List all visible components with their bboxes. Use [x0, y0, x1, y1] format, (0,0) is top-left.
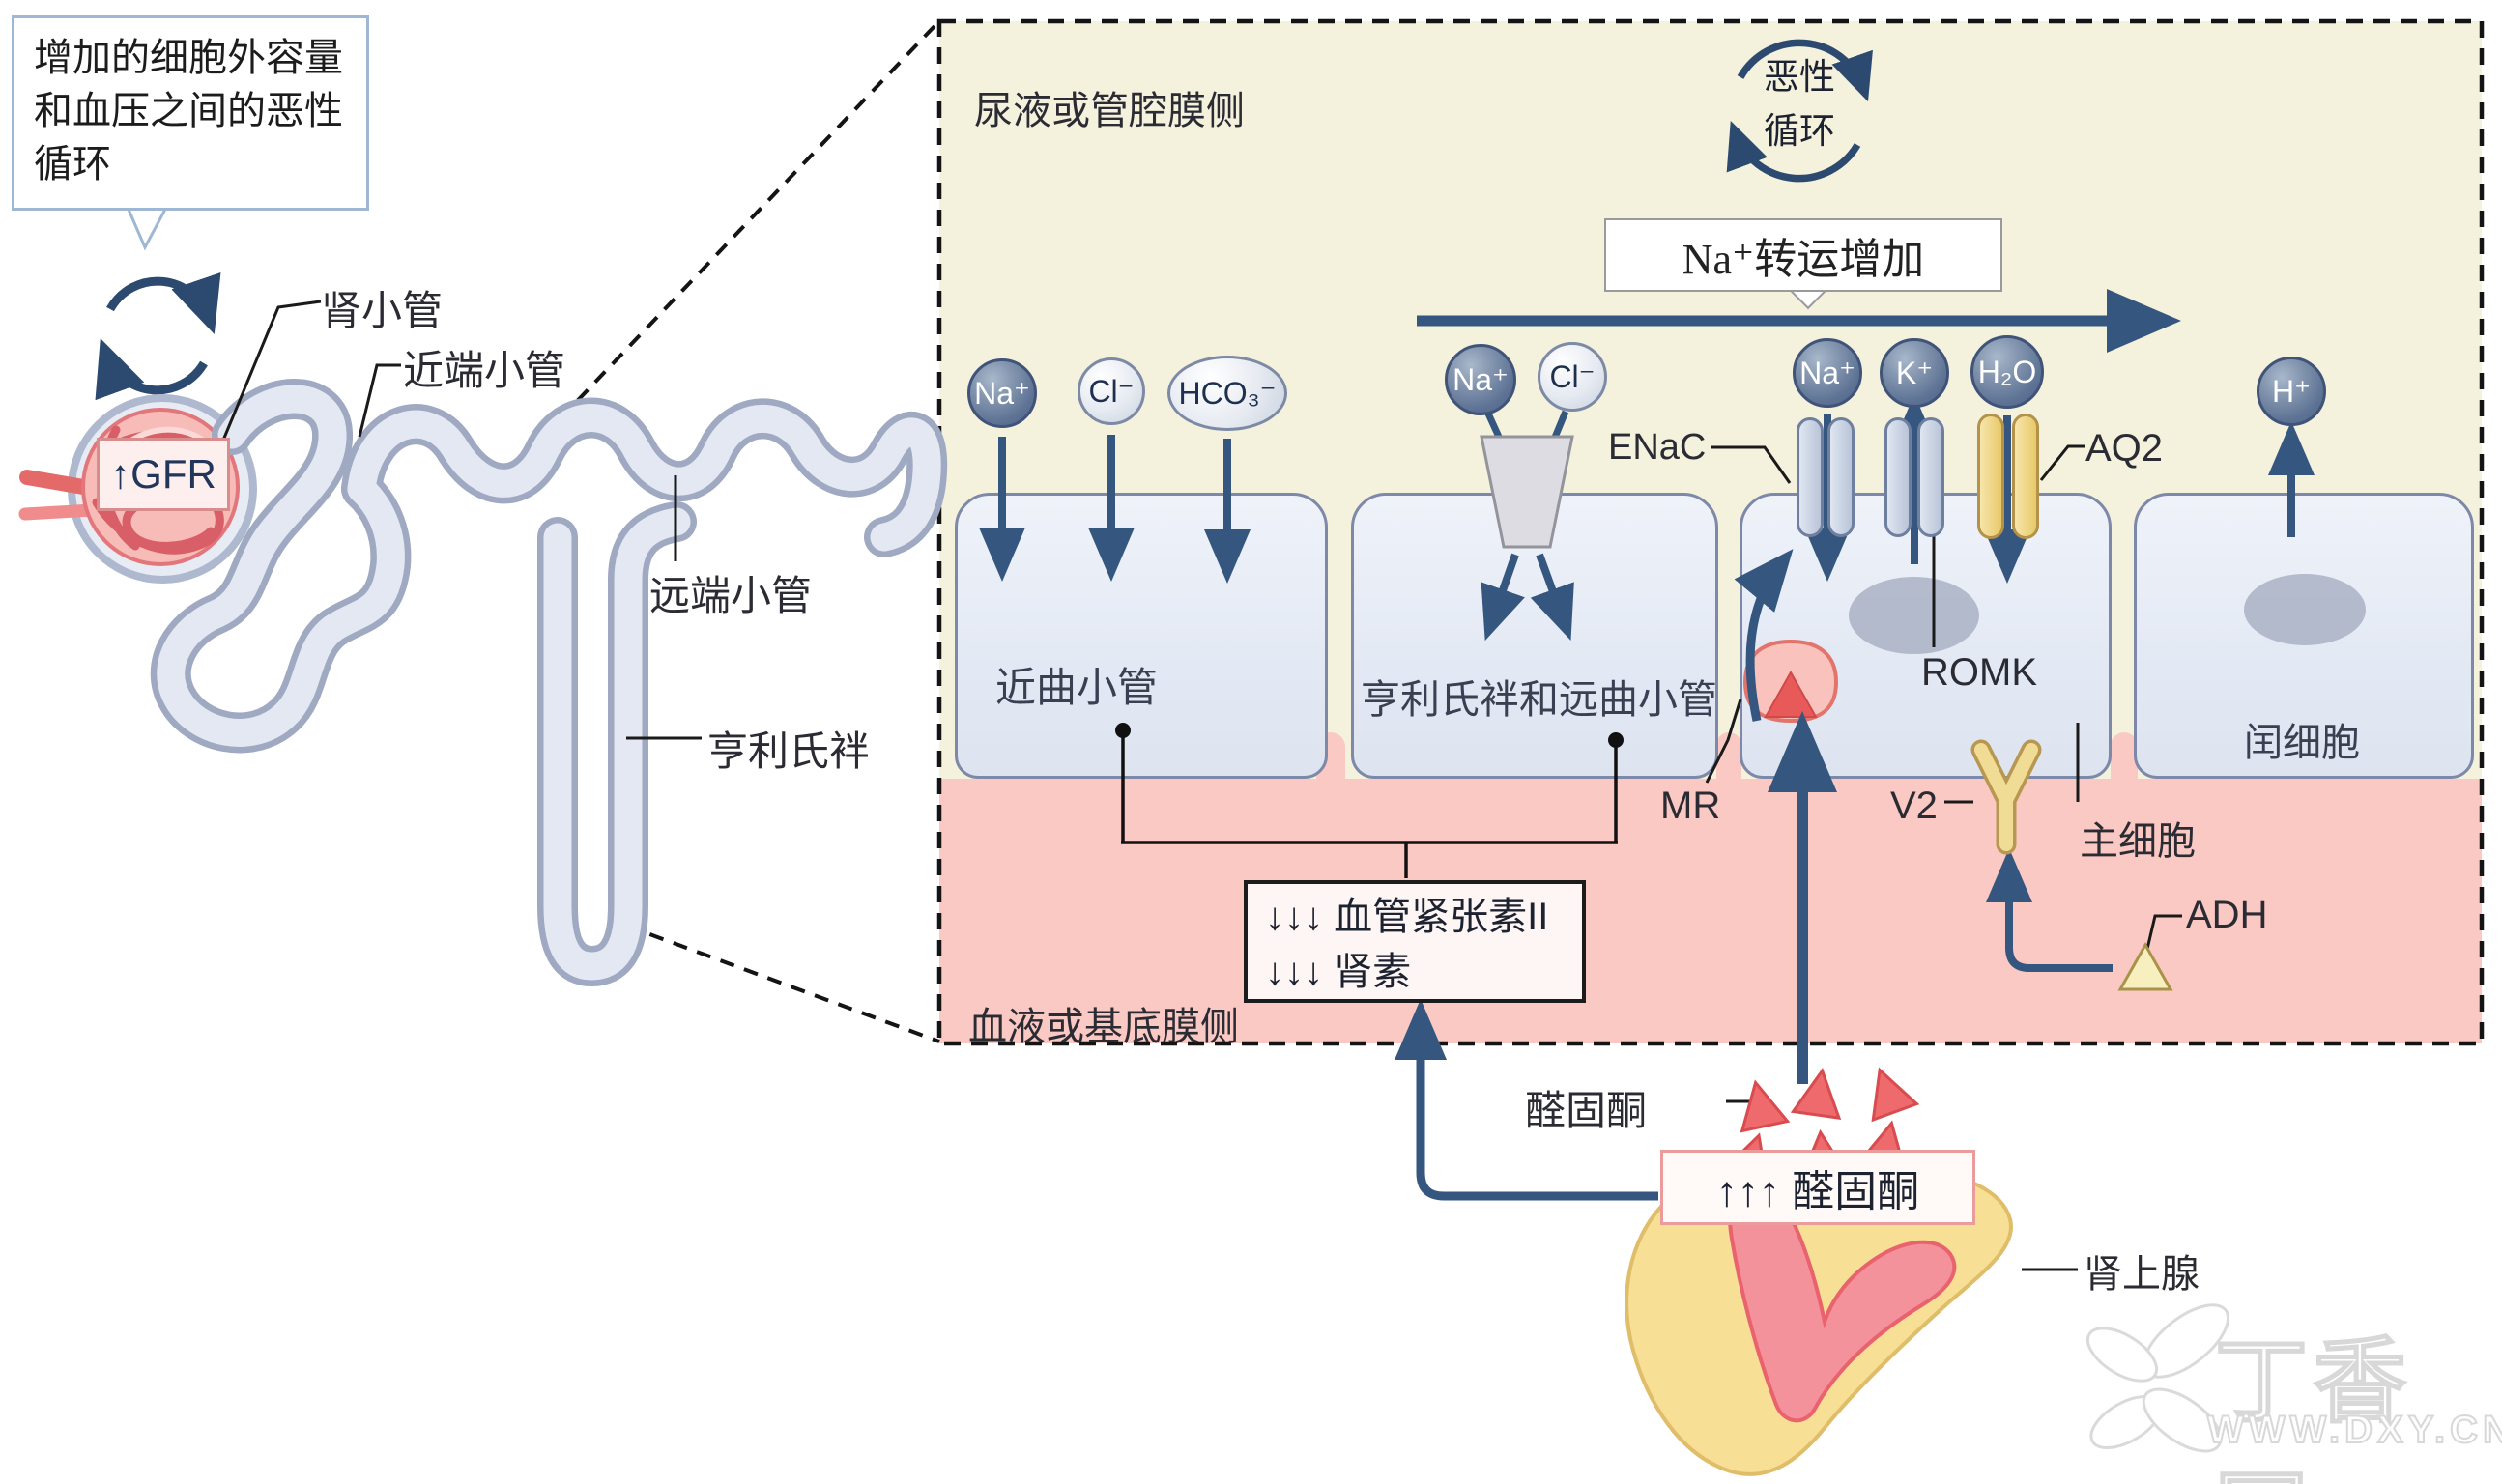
- label-lumen-side: 尿液或管腔膜侧: [974, 90, 1245, 132]
- enac-channel: [1827, 417, 1855, 537]
- ion-label: Na⁺: [1799, 356, 1855, 390]
- label-mr: MR: [1660, 785, 1721, 827]
- angiotensin-line: ↓↓↓ 血管紧张素II: [1265, 896, 1549, 938]
- zoom-connector-top: [541, 23, 937, 439]
- watermark-brand: 丁香园: [2214, 1329, 2412, 1484]
- vicious-cycle-circle-text: 恶性 循环: [1741, 50, 1857, 157]
- enac-channel: [1797, 417, 1824, 537]
- ion-h: H⁺: [2257, 357, 2326, 426]
- ion-label: H⁺: [2272, 374, 2311, 409]
- callout-text: 增加的细胞外容量和血压之间的恶性循环: [34, 37, 343, 186]
- label-cell-intercalated: 闰细胞: [2244, 722, 2360, 764]
- ion-k: K⁺: [1880, 338, 1949, 408]
- aldosterone-increase-box: ↑↑↑ 醛固酮: [1660, 1150, 1975, 1225]
- label-aq2: AQ2: [2085, 427, 2164, 470]
- ion-h2o: H₂O: [1970, 335, 2044, 409]
- label-adrenal-gland: 肾上腺: [2084, 1253, 2200, 1296]
- ion-na: Na⁺: [1445, 344, 1516, 415]
- na-transport-label: Na⁺转运增加: [1682, 236, 1925, 283]
- label-cell-proximal: 近曲小管: [995, 665, 1159, 710]
- cycle-arrows-icon: [95, 271, 221, 401]
- ion-label: Cl⁻: [1088, 374, 1135, 409]
- ion-label: K⁺: [1895, 356, 1934, 390]
- membrane-gap-dome: [1716, 732, 1741, 779]
- na-transport-box: Na⁺转运增加: [1604, 218, 2002, 292]
- renin-angiotensin-box: ↓↓↓ 血管紧张素II ↓↓↓ 肾素: [1244, 880, 1586, 1003]
- ion-label: Na⁺: [974, 376, 1030, 411]
- aq2-channel: [2012, 414, 2039, 539]
- cell-proximal-tubule: [955, 493, 1328, 779]
- cell-henle-dct: [1351, 493, 1718, 779]
- ion-label: H₂O: [1977, 354, 2037, 389]
- label-enac: ENaC: [1608, 427, 1707, 468]
- ion-cl: Cl⁻: [1538, 342, 1607, 412]
- vicious-cycle-callout: 增加的细胞外容量和血压之间的恶性循环: [12, 15, 369, 211]
- cycle-line2: 循环: [1764, 110, 1835, 151]
- ion-label: HCO₃⁻: [1178, 376, 1277, 411]
- label-romk: ROMK: [1921, 651, 2037, 694]
- nephron-tubule: [150, 379, 948, 986]
- renin-line: ↓↓↓ 肾素: [1265, 950, 1412, 993]
- gfr-label: ↑GFR: [110, 451, 216, 497]
- nucleus: [2244, 574, 2366, 645]
- label-aldosterone: 醛固酮: [1525, 1088, 1648, 1133]
- label-blood-side: 血液或基底膜侧: [968, 1006, 1239, 1048]
- ion-na: Na⁺: [1793, 338, 1862, 408]
- ion-na: Na⁺: [967, 358, 1037, 428]
- ion-label: Na⁺: [1452, 362, 1509, 397]
- romk-channel: [1917, 417, 1944, 537]
- label-distal-tubule: 远端小管: [649, 573, 813, 618]
- aq2-channel: [1977, 414, 2004, 539]
- label-cell-principal: 主细胞: [2080, 820, 2196, 863]
- zoom-connector-bottom: [625, 924, 940, 1043]
- watermark-site: WWW.DXY.CN: [2206, 1408, 2502, 1452]
- label-renal-tubule: 肾小管: [321, 288, 444, 333]
- gfr-badge: ↑GFR: [97, 438, 230, 511]
- label-adh: ADH: [2186, 894, 2268, 936]
- cycle-line1: 恶性: [1764, 57, 1835, 97]
- label-proximal-tubule: 近端小管: [403, 348, 566, 393]
- label-loop-of-henle: 亨利氏袢: [707, 728, 871, 774]
- ion-label: Cl⁻: [1549, 359, 1596, 394]
- ion-hco3: HCO₃⁻: [1167, 356, 1287, 431]
- label-cell-henle-dct: 亨利氏袢和远曲小管: [1361, 677, 1717, 722]
- aldosterone-box-label: ↑↑↑ 醛固酮: [1715, 1168, 1920, 1215]
- romk-channel: [1884, 417, 1912, 537]
- ion-cl: Cl⁻: [1078, 357, 1145, 425]
- label-v2: V2: [1890, 785, 1938, 827]
- nucleus: [1849, 577, 1979, 654]
